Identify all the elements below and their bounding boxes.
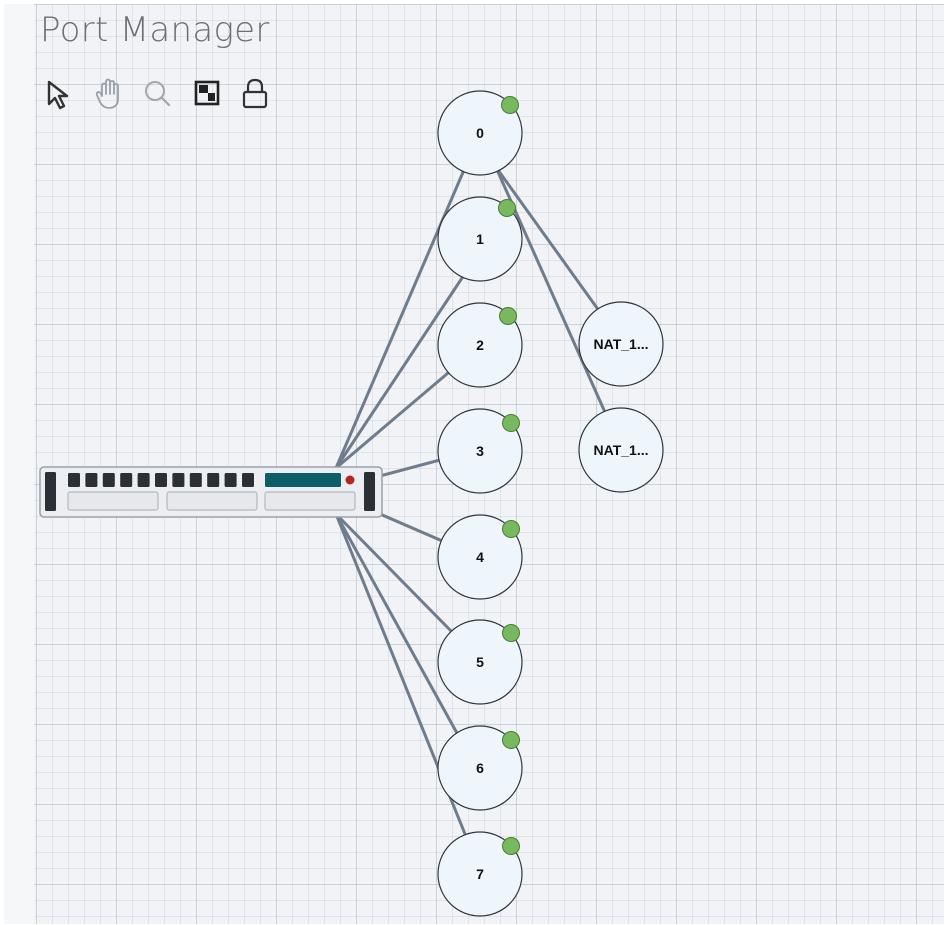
zoom-tool-button[interactable] — [140, 74, 174, 114]
link-line — [496, 168, 599, 310]
port-node-label: 3 — [476, 443, 484, 459]
port-node[interactable]: 6 — [437, 725, 523, 811]
hand-pan-tool-button[interactable] — [92, 74, 126, 114]
port-node[interactable]: 2 — [437, 302, 523, 388]
port-node[interactable]: 5 — [437, 619, 523, 705]
switch-port — [85, 473, 98, 487]
link-line — [496, 170, 606, 412]
port-node-circle — [437, 831, 523, 917]
switch-port — [224, 473, 237, 487]
port-node-label: 0 — [476, 125, 484, 141]
port-node-circle — [437, 514, 523, 600]
pointer-icon — [47, 80, 69, 110]
nat-node[interactable]: NAT_1... — [578, 301, 664, 387]
port-node-circle — [437, 619, 523, 705]
link-line — [334, 512, 454, 634]
switch-ear-left — [45, 472, 56, 511]
switch-port — [137, 473, 150, 487]
link-line — [334, 371, 450, 470]
port-node-circle — [437, 408, 523, 494]
port-node[interactable]: 4 — [437, 514, 523, 600]
switch-port — [189, 473, 202, 487]
link-line — [378, 458, 442, 478]
pointer-tool-button[interactable] — [44, 74, 78, 114]
port-node-label: 5 — [476, 654, 484, 670]
switch-status-led — [345, 475, 355, 485]
port-node-circle — [437, 302, 523, 388]
switch-ear-right — [364, 472, 375, 511]
lock-tool-button[interactable] — [238, 74, 272, 114]
port-node-label: 6 — [476, 760, 484, 776]
switch-module-2 — [166, 491, 258, 511]
link-line — [334, 512, 460, 737]
switch-port — [207, 473, 220, 487]
port-node[interactable]: 7 — [437, 831, 523, 917]
nat-node[interactable]: NAT_1... — [578, 407, 664, 493]
port-node-label: 4 — [476, 549, 484, 565]
port-node[interactable]: 0 — [437, 90, 523, 176]
nat-node-circle — [578, 407, 664, 493]
switch-device[interactable] — [39, 466, 383, 518]
link-line — [334, 270, 468, 470]
switch-module-1 — [67, 491, 159, 511]
switch-port — [242, 473, 254, 487]
switch-port — [68, 473, 80, 487]
switch-port — [172, 473, 185, 487]
nat-node-label: NAT_1... — [594, 336, 649, 352]
link-line — [334, 168, 466, 470]
lock-icon — [242, 78, 268, 109]
switch-module-3 — [264, 491, 356, 511]
port-status-dot — [502, 624, 520, 642]
nat-node-circle — [578, 301, 664, 387]
switch-port — [102, 473, 115, 487]
port-node-label: 7 — [476, 866, 484, 882]
port-node-circle — [437, 725, 523, 811]
switch-ports — [68, 473, 254, 487]
nat-nodes-layer: NAT_1... NAT_1... — [578, 301, 664, 493]
port-node[interactable]: 1 — [437, 196, 523, 282]
port-node-circle — [437, 196, 523, 282]
port-status-dot — [501, 96, 519, 114]
port-node[interactable]: 3 — [437, 408, 523, 494]
nat-node-label: NAT_1... — [594, 442, 649, 458]
switch-port — [155, 473, 167, 487]
port-nodes-layer: 0 1 2 3 4 5 6 — [437, 90, 523, 917]
port-status-dot — [502, 731, 520, 749]
port-status-dot — [502, 520, 520, 538]
fit-view-icon — [194, 80, 220, 106]
link-line — [378, 512, 442, 542]
port-status-dot — [502, 837, 520, 855]
port-status-dot — [502, 414, 520, 432]
port-node-circle — [437, 90, 523, 176]
fit-view-tool-button[interactable] — [190, 74, 224, 114]
port-node-label: 1 — [476, 231, 484, 247]
page-title: Port Manager — [40, 10, 270, 50]
switch-display — [265, 473, 341, 487]
port-status-dot — [499, 307, 517, 325]
hand-pan-icon — [95, 78, 119, 109]
zoom-icon — [145, 81, 171, 107]
port-node-label: 2 — [476, 337, 484, 353]
switch-port — [120, 473, 133, 487]
port-status-dot — [498, 199, 516, 217]
